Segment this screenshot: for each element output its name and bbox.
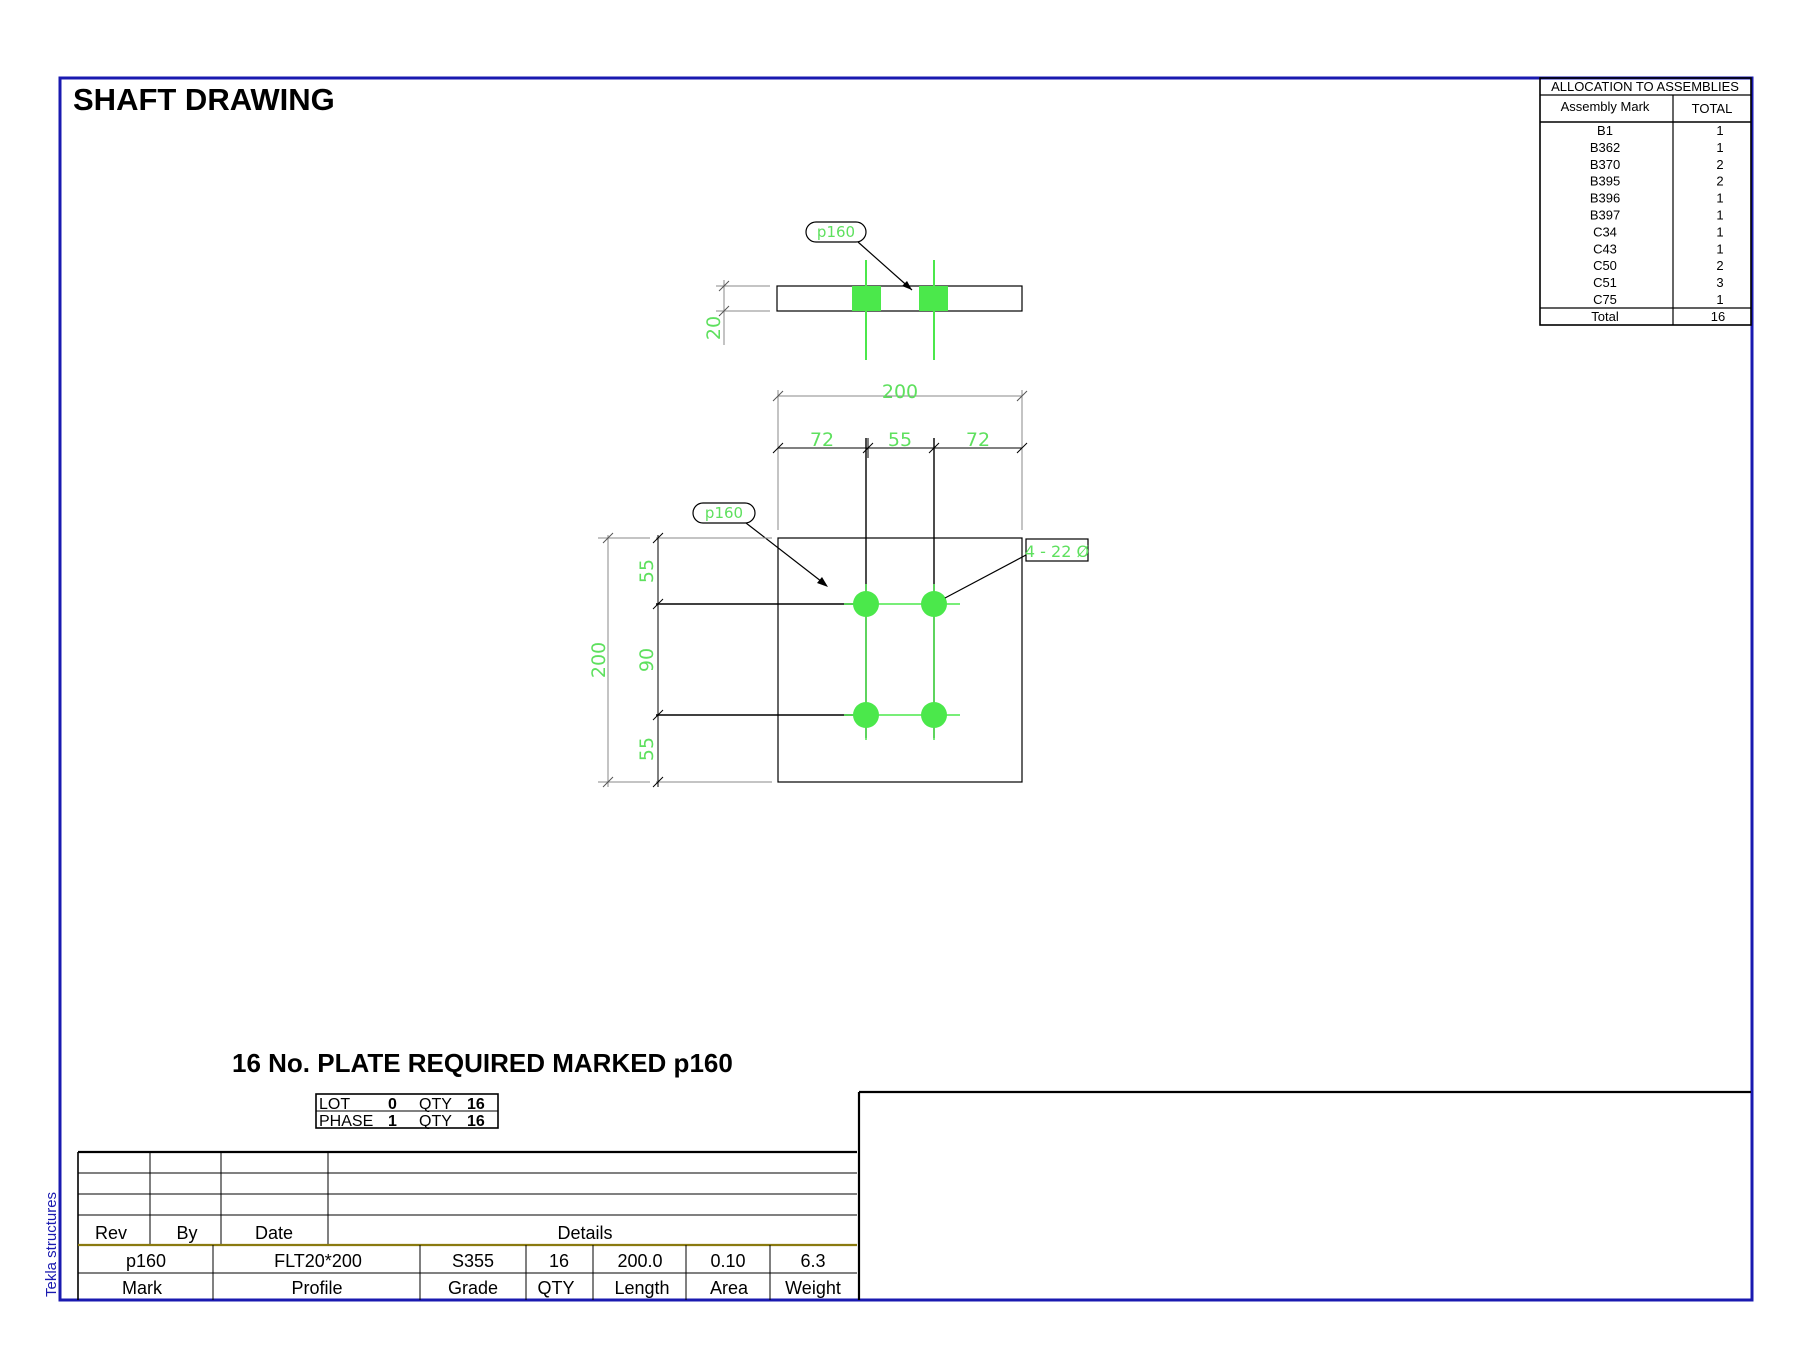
length-header: Length [614, 1278, 669, 1298]
mark-bubble [692, 502, 756, 524]
front-view-mark: p160 [705, 504, 743, 522]
allocation-mark: C75 [1593, 292, 1617, 307]
bolt-hole [921, 591, 947, 617]
dim-thickness: 20 [703, 316, 725, 340]
lot-qty-label: QTY [419, 1096, 452, 1113]
allocation-total: 2 [1716, 157, 1723, 172]
hole-callout: 4 - 22 Ø [1025, 542, 1089, 561]
phase-value: 1 [388, 1113, 397, 1130]
mark-header: Mark [122, 1278, 163, 1298]
bolt-hole [921, 702, 947, 728]
allocation-col-total: TOTAL [1692, 101, 1733, 116]
mark-bubble [805, 221, 867, 243]
top-view-plate [776, 285, 1023, 312]
dim-height-top: 55 [636, 559, 658, 583]
revision-table: Rev By Date Details [77, 1150, 857, 1300]
front-view-plate [777, 537, 1023, 783]
lot-value: 0 [388, 1096, 397, 1113]
part-area: 0.10 [710, 1251, 745, 1271]
allocation-total: 2 [1716, 258, 1723, 273]
by-header: By [176, 1223, 197, 1243]
rev-header: Rev [95, 1223, 127, 1243]
lot-phase-box: LOT 0 QTY 16 PHASE 1 QTY 16 [315, 1093, 499, 1130]
allocation-mark: C43 [1593, 241, 1617, 256]
requirement-text: 16 No. PLATE REQUIRED MARKED p160 [232, 1048, 733, 1078]
top-view-mark: p160 [817, 223, 855, 241]
allocation-total: 1 [1716, 191, 1723, 206]
allocation-mark: B370 [1590, 157, 1620, 172]
leader-line [857, 241, 913, 291]
allocation-total: 3 [1716, 275, 1723, 290]
part-mark: p160 [126, 1251, 166, 1271]
allocation-col-mark: Assembly Mark [1561, 99, 1650, 114]
allocation-mark: B1 [1597, 123, 1613, 138]
dim-height-bottom: 55 [636, 737, 658, 761]
top-view: 20 p160 [703, 221, 1023, 360]
allocation-total-label: Total [1591, 309, 1619, 324]
bolt-hole [853, 591, 879, 617]
dim-height-total: 200 [588, 642, 610, 678]
part-weight: 6.3 [800, 1251, 825, 1271]
allocation-mark: C51 [1593, 275, 1617, 290]
weight-header: Weight [785, 1278, 841, 1298]
dim-height-mid: 90 [636, 648, 658, 672]
allocation-total: 2 [1716, 174, 1723, 189]
phase-label: PHASE [319, 1113, 373, 1130]
phase-qty: 16 [467, 1113, 485, 1130]
dim-width-mid: 55 [888, 429, 912, 451]
bolt-hole [853, 702, 879, 728]
drawing-title: SHAFT DRAWING [73, 82, 335, 117]
allocation-total: 1 [1716, 241, 1723, 256]
part-length: 200.0 [617, 1251, 662, 1271]
details-header: Details [557, 1223, 612, 1243]
allocation-total: 1 [1716, 224, 1723, 239]
allocation-total-value: 16 [1711, 309, 1725, 324]
dim-width-right: 72 [966, 429, 990, 451]
allocation-mark: B395 [1590, 174, 1620, 189]
part-qty: 16 [549, 1251, 569, 1271]
allocation-mark: C34 [1593, 224, 1617, 239]
allocation-mark: B396 [1590, 191, 1620, 206]
allocation-mark: C50 [1593, 258, 1617, 273]
front-view: 200 72 55 72 4 - 22 Ø [588, 381, 1089, 788]
allocation-table: ALLOCATION TO ASSEMBLIES Assembly Mark T… [1539, 77, 1752, 326]
side-label: Tekla structures [43, 1192, 60, 1297]
hole-callout-box [1025, 538, 1089, 562]
date-header: Date [255, 1223, 293, 1243]
allocation-total: 1 [1716, 292, 1723, 307]
profile-header: Profile [291, 1278, 342, 1298]
allocation-title: ALLOCATION TO ASSEMBLIES [1551, 79, 1739, 94]
grade-header: Grade [448, 1278, 498, 1298]
part-grade: S355 [452, 1251, 494, 1271]
allocation-mark: B397 [1590, 208, 1620, 223]
allocation-mark: B362 [1590, 140, 1620, 155]
allocation-total: 1 [1716, 140, 1723, 155]
lot-qty: 16 [467, 1096, 485, 1113]
dim-width-total: 200 [882, 381, 918, 403]
area-header: Area [710, 1278, 749, 1298]
part-table: p160 FLT20*200 S355 16 200.0 0.10 6.3 Ma… [78, 1243, 857, 1300]
allocation-total: 1 [1716, 123, 1723, 138]
lot-label: LOT [319, 1096, 350, 1113]
part-profile: FLT20*200 [274, 1251, 362, 1271]
dim-width-left: 72 [810, 429, 834, 451]
sheet-border [58, 76, 1754, 1302]
allocation-total: 1 [1716, 208, 1723, 223]
phase-qty-label: QTY [419, 1113, 452, 1130]
qty-header: QTY [537, 1278, 574, 1298]
